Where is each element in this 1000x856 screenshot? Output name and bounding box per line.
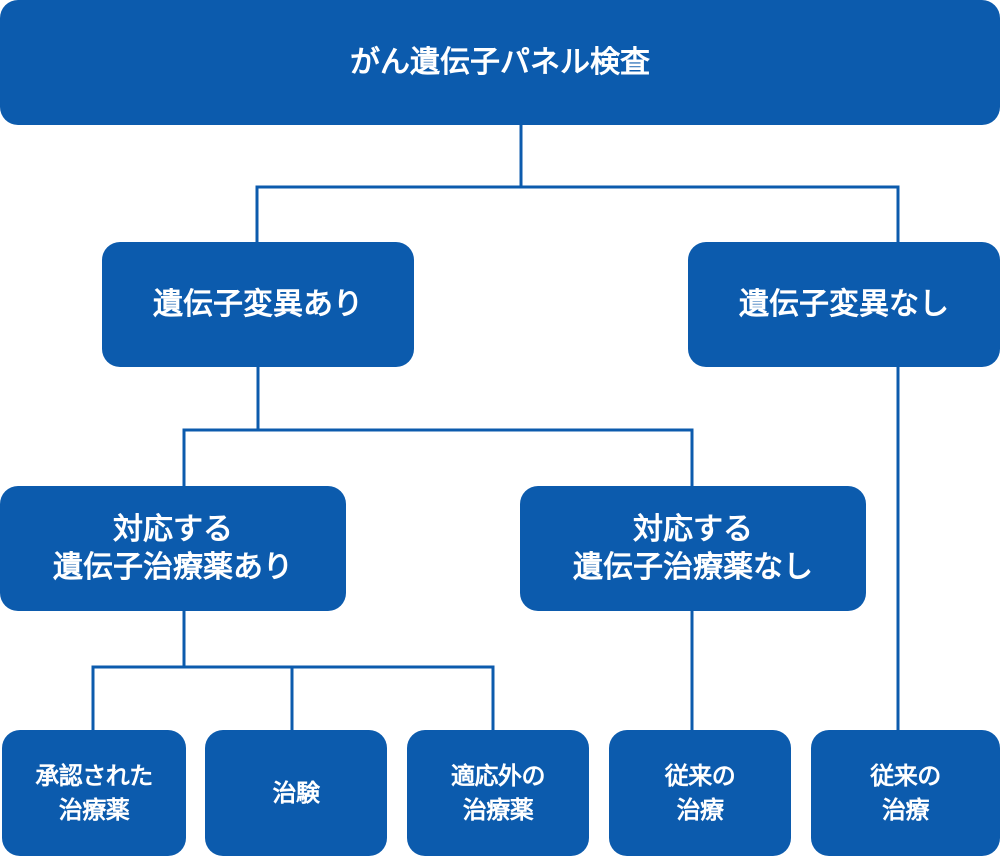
node-clinical-trial-label: 治験 bbox=[272, 779, 321, 807]
node-no-targeted-drug-line2: 遺伝子治療薬なし bbox=[573, 549, 813, 585]
node-mutation-found: 遺伝子変異あり bbox=[102, 242, 414, 367]
node-no-targeted-drug: 対応する 遺伝子治療薬なし bbox=[520, 486, 866, 611]
node-off-label-drug-line2: 治療薬 bbox=[462, 796, 534, 824]
node-conventional-treatment-b-line2: 治療 bbox=[882, 796, 930, 824]
node-conventional-treatment-a: 従来の 治療 bbox=[609, 730, 791, 856]
node-approved-drug-line1: 承認された bbox=[35, 762, 153, 790]
node-targeted-drug-available-line2: 遺伝子治療薬あり bbox=[53, 549, 293, 585]
node-approved-drug: 承認された 治療薬 bbox=[2, 730, 186, 856]
node-conventional-treatment-b-line1: 従来の bbox=[870, 762, 941, 790]
node-conventional-treatment-a-line1: 従来の bbox=[664, 762, 736, 790]
connector-mutation-to-drug-nodes bbox=[182, 428, 694, 486]
connector-root-to-level1 bbox=[255, 185, 900, 242]
node-clinical-trial: 治験 bbox=[205, 730, 387, 856]
node-conventional-treatment-b: 従来の 治療 bbox=[811, 730, 1000, 856]
node-off-label-drug-line1: 適応外の bbox=[451, 762, 546, 790]
node-no-mutation-label: 遺伝子変異なし bbox=[739, 286, 949, 322]
node-off-label-drug: 適応外の 治療薬 bbox=[407, 730, 589, 856]
node-gene-panel-test: がん遺伝子パネル検査 bbox=[0, 0, 1000, 125]
node-approved-drug-line2: 治療薬 bbox=[58, 796, 130, 824]
node-no-targeted-drug-line1: 対応する bbox=[633, 511, 753, 547]
node-targeted-drug-available-line1: 対応する bbox=[113, 511, 233, 547]
node-conventional-treatment-a-line2: 治療 bbox=[676, 796, 725, 824]
node-targeted-drug-available: 対応する 遺伝子治療薬あり bbox=[0, 486, 346, 611]
node-mutation-found-label: 遺伝子変異あり bbox=[153, 286, 363, 322]
node-gene-panel-test-label: がん遺伝子パネル検査 bbox=[350, 44, 650, 80]
node-no-mutation: 遺伝子変異なし bbox=[688, 242, 1000, 367]
